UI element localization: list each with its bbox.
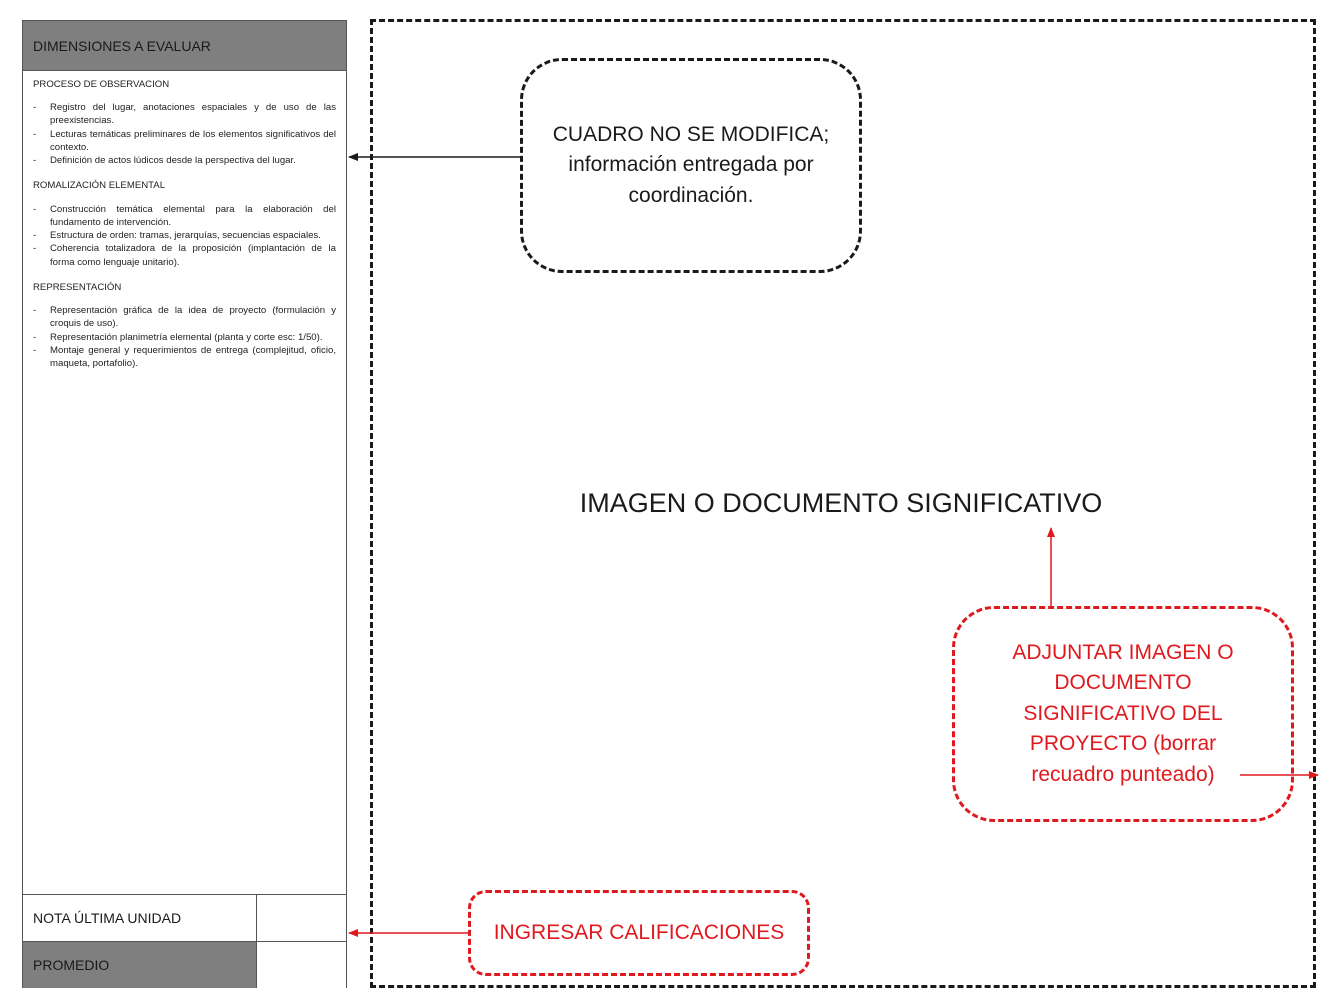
criteria-list: Construcción temática elemental para la …: [33, 203, 336, 269]
criteria-list: Registro del lugar, anotaciones espacial…: [33, 101, 336, 167]
section-title: ROMALIZACIÓN ELEMENTAL: [33, 180, 166, 192]
section-observacion: PROCESO DE OBSERVACION Registro del luga…: [33, 78, 336, 168]
section-title: REPRESENTACIÓN: [33, 281, 122, 293]
main-caption: IMAGEN O DOCUMENTO SIGNIFICATIVO: [579, 488, 1103, 518]
section-title: PROCESO DE OBSERVACION: [33, 79, 170, 90]
criteria-list: Representación gráfica de la idea de pro…: [33, 304, 336, 370]
list-item: Montaje general y requerimientos de entr…: [33, 344, 336, 370]
panel-body: PROCESO DE OBSERVACION Registro del luga…: [23, 71, 346, 894]
panel-header: DIMENSIONES A EVALUAR: [23, 21, 346, 71]
nota-row: NOTA ÚLTIMA UNIDAD: [23, 894, 346, 941]
list-item: Construcción temática elemental para la …: [33, 203, 336, 229]
promedio-label: PROMEDIO: [23, 942, 257, 988]
image-placeholder-frame[interactable]: [370, 19, 1316, 988]
promedio-value-cell[interactable]: [257, 942, 346, 988]
list-item: Registro del lugar, anotaciones espacial…: [33, 101, 336, 127]
list-item: Estructura de orden: tramas, jerarquías,…: [33, 229, 336, 242]
attach-callout: ADJUNTAR IMAGEN O DOCUMENTO SIGNIFICATIV…: [952, 606, 1294, 822]
list-item: Definición de actos lúdicos desde la per…: [33, 154, 336, 167]
list-item: Representación gráfica de la idea de pro…: [33, 304, 336, 330]
fixed-box-callout: CUADRO NO SE MODIFICA; información entre…: [520, 58, 862, 273]
nota-label: NOTA ÚLTIMA UNIDAD: [23, 895, 257, 941]
list-item: Coherencia totalizadora de la proposició…: [33, 242, 336, 268]
list-item: Lecturas temáticas preliminares de los e…: [33, 128, 336, 154]
section-romalizacion: ROMALIZACIÓN ELEMENTAL Construcción temá…: [33, 179, 336, 268]
list-item: Representación planimetría elemental (pl…: [33, 331, 336, 344]
promedio-row: PROMEDIO: [23, 941, 346, 988]
section-representacion: REPRESENTACIÓN Representación gráfica de…: [33, 281, 336, 370]
grades-callout: INGRESAR CALIFICACIONES: [468, 890, 810, 976]
evaluation-panel: DIMENSIONES A EVALUAR PROCESO DE OBSERVA…: [22, 20, 347, 988]
